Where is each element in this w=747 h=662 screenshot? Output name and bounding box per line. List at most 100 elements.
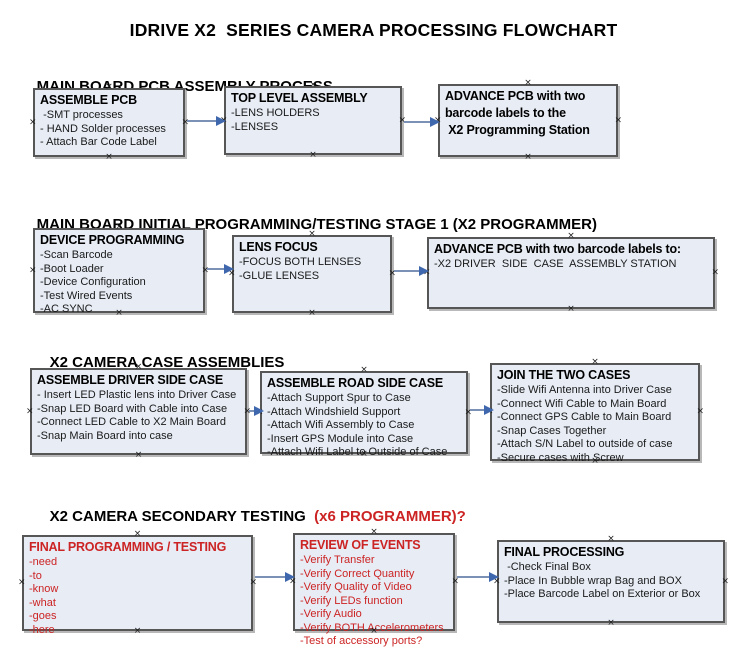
connection-point-icon: × [29,265,37,275]
process-step: -Snap Cases Together [497,424,607,437]
arrow-line [249,410,256,412]
arrow-head-icon [430,117,440,127]
section-header-label: X2 CAMERA CASE ASSEMBLIES [49,354,285,371]
arrow-head-icon [489,572,499,582]
process-step: -Snap LED Board with Cable into Case [37,402,228,415]
flow-box-final-processing: FINAL PROCESSING -Check Final Box -Place… [493,535,729,628]
process-step: -Attach Windshield Support [267,405,401,418]
page-title: IDRIVE X2 SERIES CAMERA PROCESSING FLOWC… [129,20,618,40]
process-step: -Verify Quality of Video [300,581,412,593]
connection-point-icon: × [567,304,575,314]
process-step: -Verify Correct Quantity [300,567,415,580]
connector-arrow [255,572,295,582]
process-step: -Verify BOTH Accelerometers [300,621,444,634]
arrow-head-icon [419,266,429,276]
process-step: -Device Configuration [40,276,146,288]
connector-arrow [207,264,234,274]
process-step: -GLUE LENSES [239,269,320,282]
process-step: -Snap Main Board into case [37,429,173,442]
process-step: -Connect GPS Cable to Main Board [497,411,672,423]
box-title: ADVANCE PCB with two barcode labels to t… [445,89,590,137]
box-title: DEVICE PROGRAMMING [40,233,185,247]
process-step: -Test of accessory ports? [300,635,423,647]
process-step: -Scan Barcode [40,249,113,261]
connector-arrow [470,405,494,415]
process-step: -Verify Transfer [300,554,375,566]
process-step: -SMT processes [40,109,123,121]
box-title: ASSEMBLE PCB [40,93,137,107]
process-step: - HAND Solder processes [40,122,166,135]
process-step: -Test Wired Events [40,289,133,302]
arrow-line [255,576,287,578]
arrow-head-icon [254,406,264,416]
flow-box-assemble-road-side-case: ASSEMBLE ROAD SIDE CASE -Attach Support … [256,366,472,459]
connection-point-icon: × [105,152,113,162]
arrow-head-icon [484,405,494,415]
flow-box-join-two-cases: JOIN THE TWO CASES -Slide Wifi Antenna i… [486,358,704,466]
connection-point-icon: × [308,308,316,318]
process-step: -Check Final Box [504,561,591,573]
process-step: -Connect LED Cable to X2 Main Board [37,416,226,428]
flow-box-assemble-driver-side-case: ASSEMBLE DRIVER SIDE CASE - Insert LED P… [26,363,251,460]
flow-box-top-level-assembly: TOP LEVEL ASSEMBLY -LENS HOLDERS -LENSES… [220,81,406,160]
box-title: ADVANCE PCB with two barcode labels to: [434,242,681,256]
arrow-line [470,409,486,411]
arrow-line [394,270,421,272]
box-title: LENS FOCUS [239,240,318,254]
process-step: -Verify Audio [300,608,362,620]
connection-point-icon: × [711,267,719,278]
arrow-line [187,120,218,122]
flow-box-assemble-pcb: ASSEMBLE PCB -SMT processes - HAND Solde… [29,83,189,162]
connection-point-icon: × [134,450,143,460]
connection-point-icon: × [18,577,26,588]
process-step: -Slide Wifi Antenna into Driver Case [497,384,672,396]
flow-box-advance-pcb-programming-station: ADVANCE PCB with two barcode labels to t… [434,79,622,162]
connector-arrow [249,406,264,416]
arrow-line [207,268,226,270]
section-header-label: X2 CAMERA SECONDARY TESTING [49,508,315,525]
connection-point-icon: × [360,365,368,375]
connection-point-icon: × [721,576,729,586]
section-header-red-suffix: (x6 PROGRAMMER)? [314,508,466,525]
process-step: -Attach S/N Label to outside of case [497,438,673,450]
box-title: JOIN THE TWO CASES [497,368,631,382]
process-step: -FOCUS BOTH LENSES [239,256,362,268]
flow-box-final-programming-testing: FINAL PROGRAMMING / TESTING -need -to -k… [18,530,257,636]
connector-arrow [457,572,499,582]
connection-point-icon: × [26,406,34,416]
connection-point-icon: × [614,115,622,125]
process-step: -Attach Wifi Assembly to Case [267,419,415,431]
arrow-head-icon [224,264,234,274]
section-header-case-assemblies: X2 CAMERA CASE ASSEMBLIES [33,337,285,388]
connection-point-icon: × [524,152,532,162]
process-step: -need [29,556,58,568]
flow-box-review-of-events: REVIEW OF EVENTS -Verify Transfer -Verif… [289,528,459,648]
process-step: -Attach Wifi Label to Outside of Case [267,446,448,458]
process-step: -AC SYNC [40,303,93,315]
box-title: FINAL PROGRAMMING / TESTING [29,540,227,554]
process-step: -here [29,623,55,636]
connection-point-icon: × [607,534,615,544]
connection-point-icon: × [29,117,37,127]
arrow-line [457,576,491,578]
process-step: -Connect Wifi Cable to Main Board [497,397,667,410]
connection-point-icon: × [591,357,599,367]
connection-point-icon: × [607,618,615,628]
process-step: -LENSES [231,120,279,133]
process-step: -to [29,569,42,582]
process-step: -LENS HOLDERS [231,107,320,119]
arrow-line [404,121,432,123]
connector-arrow [394,266,429,276]
box-title: REVIEW OF EVENTS [300,538,421,552]
process-step: -Boot Loader [40,262,104,275]
process-step: -X2 DRIVER SIDE CASE ASSEMBLY STATION [434,258,677,270]
box-title: ASSEMBLE ROAD SIDE CASE [267,376,443,390]
flow-box-lens-focus: LENS FOCUS -FOCUS BOTH LENSES -GLUE LENS… [228,230,396,318]
connector-arrow [187,116,226,126]
process-step: -goes [29,610,57,622]
process-step: -know [29,583,59,595]
process-step: -Verify LEDs function [300,594,403,607]
process-step: -Insert GPS Module into Case [267,432,414,445]
arrow-head-icon [285,572,295,582]
